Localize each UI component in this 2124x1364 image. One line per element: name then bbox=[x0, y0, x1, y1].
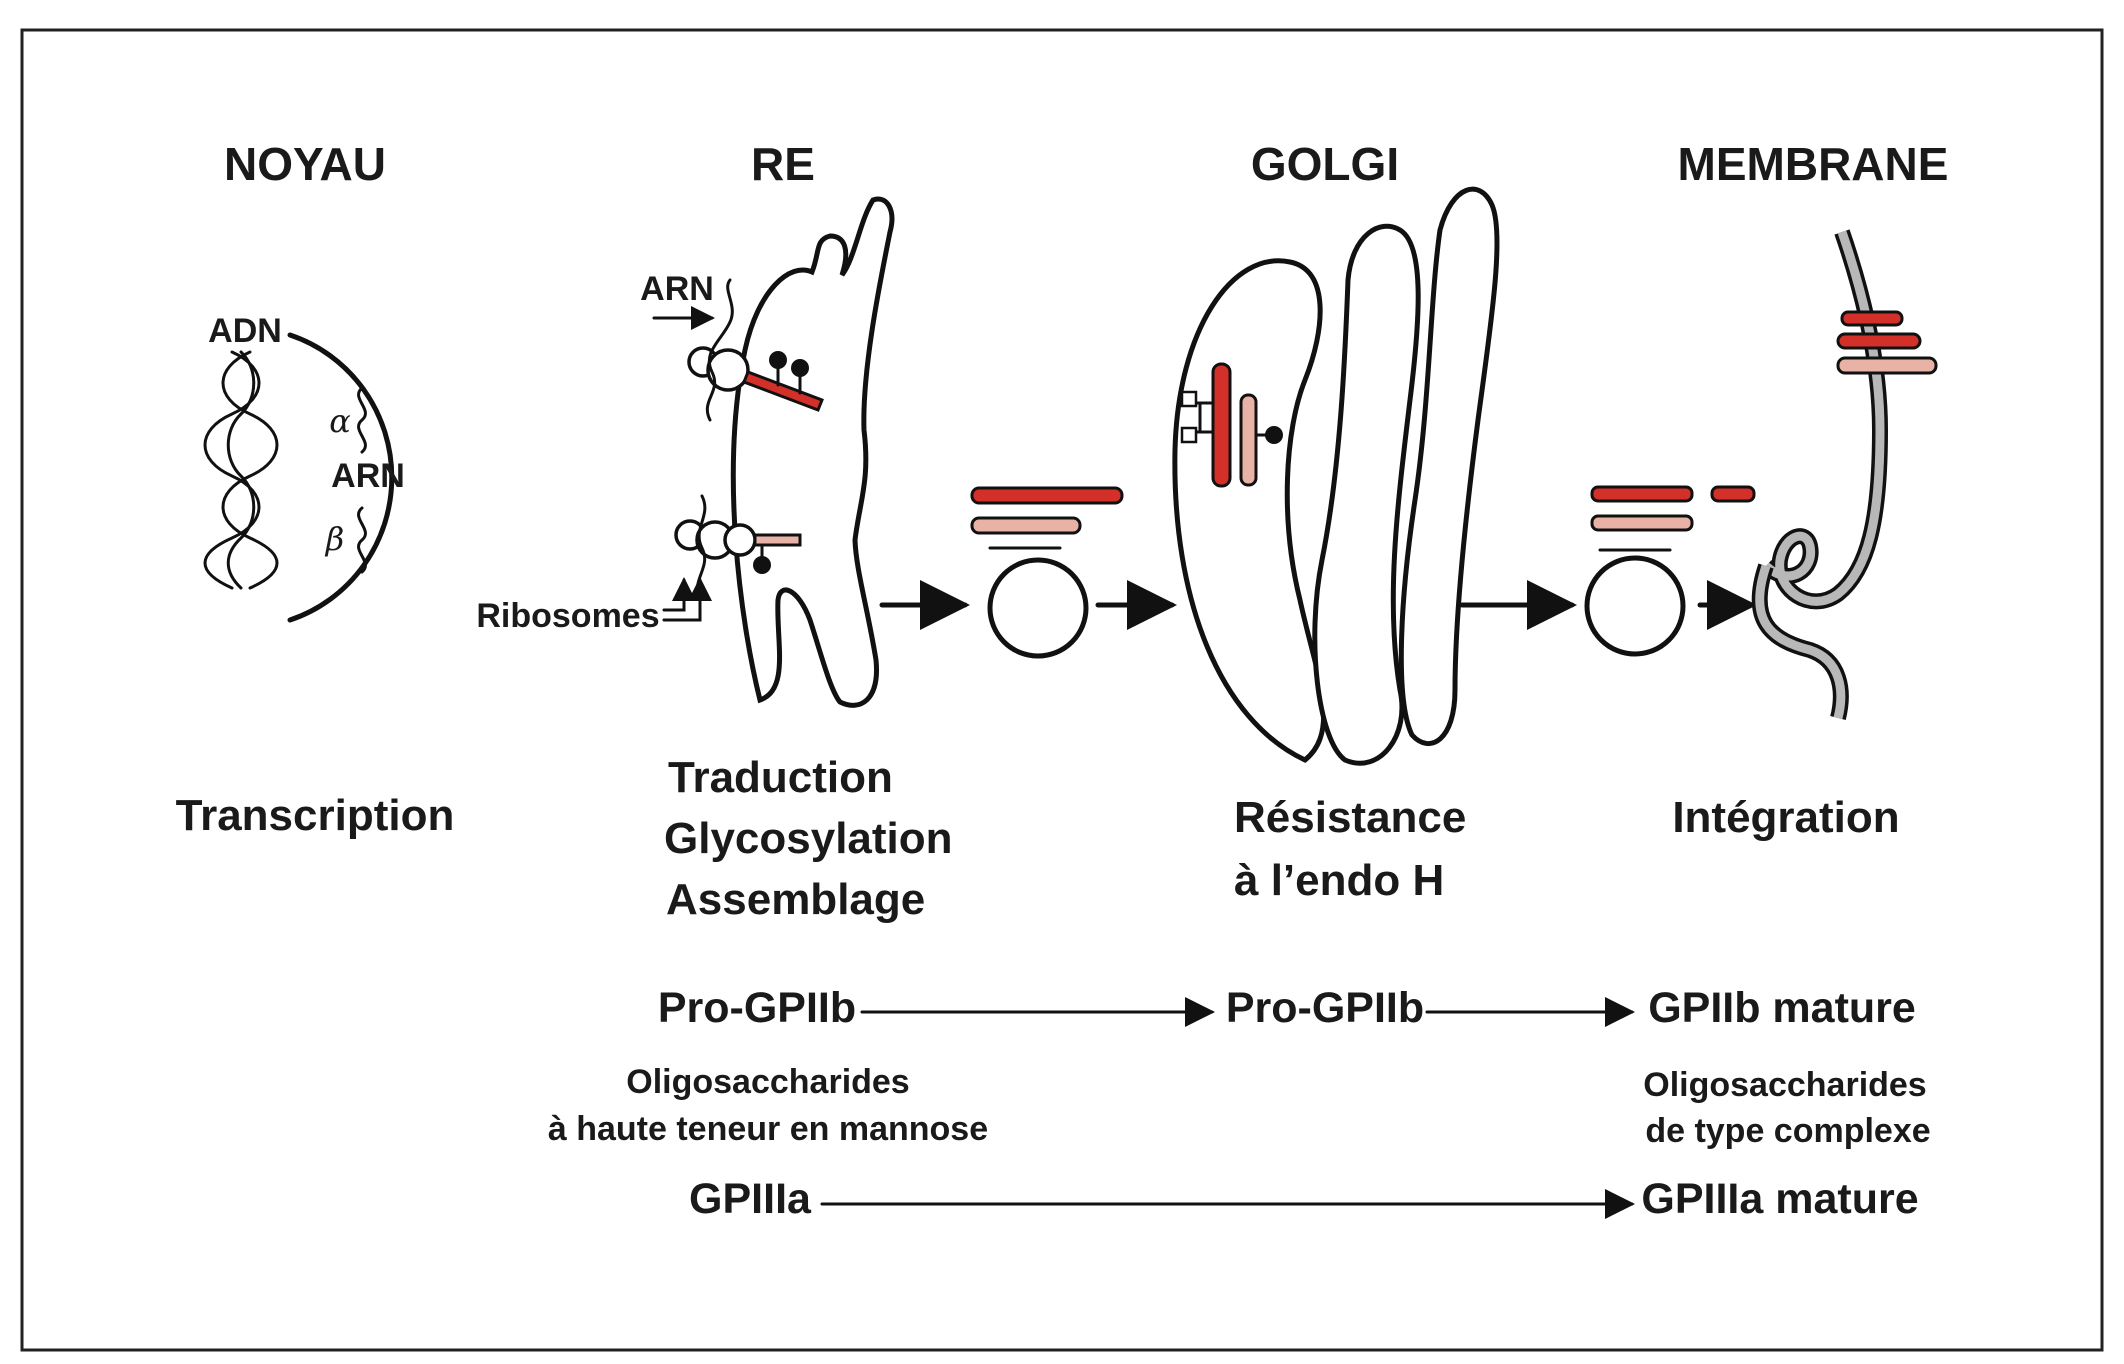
golgi-illustration bbox=[1172, 186, 1500, 766]
gpiib-golgi-label: Pro-GPIIb bbox=[1226, 984, 1424, 1032]
vesicle-2 bbox=[1584, 555, 1686, 657]
nucleus-rna-label: ARN bbox=[331, 457, 405, 495]
stage-er-3: Assemblage bbox=[666, 875, 925, 924]
beta-bar-golgi bbox=[1239, 393, 1258, 487]
figure-frame bbox=[20, 28, 2104, 1352]
ribosome-third-bottom bbox=[723, 523, 757, 557]
beta-nascent-chain-bottom bbox=[753, 533, 802, 547]
complex-glycan-square-1 bbox=[1180, 390, 1198, 408]
nuclear-envelope bbox=[287, 332, 395, 623]
gpiib-mature-label: GPIIb mature bbox=[1648, 984, 1916, 1032]
ribosomes-pointer bbox=[662, 577, 712, 622]
beta-bar-vesicle-2 bbox=[1590, 514, 1694, 532]
mrna-top-icon bbox=[705, 278, 734, 422]
stage-er-1: Traduction bbox=[668, 753, 893, 802]
stage-golgi-1: Résistance bbox=[1234, 793, 1466, 842]
alpha-bar-membrane-1 bbox=[1840, 310, 1904, 327]
ribosomes-pointer-2 bbox=[662, 577, 696, 612]
alpha-bar-vesicle-2a bbox=[1590, 485, 1694, 503]
stage-membrane: Intégration bbox=[1672, 793, 1899, 842]
oligo-membrane-line-1: Oligosaccharides bbox=[1643, 1066, 1926, 1104]
oligo-er-line-1: Oligosaccharides bbox=[626, 1063, 909, 1101]
oligo-membrane-line-2: de type complexe bbox=[1645, 1112, 1930, 1150]
vesicle-1 bbox=[987, 557, 1089, 659]
glycan-dot-golgi bbox=[1265, 426, 1283, 444]
gpiiia-mature-label: GPIIIa mature bbox=[1641, 1175, 1918, 1223]
plasma-membrane-lower bbox=[1755, 564, 1846, 720]
alpha-rna-strand-icon bbox=[357, 386, 367, 454]
glycan-dot-bottom bbox=[753, 556, 771, 574]
complex-glycan-square-2 bbox=[1180, 426, 1198, 444]
er-rna-label: ARN bbox=[640, 270, 714, 308]
stage-nucleus: Transcription bbox=[176, 791, 455, 840]
ribosome-large-top bbox=[706, 348, 750, 392]
alpha-nascent-chain-top bbox=[742, 370, 824, 412]
alpha-bar-vesicle-2b bbox=[1710, 485, 1756, 503]
membrane-illustration bbox=[1751, 229, 1938, 720]
glycan-dot-top-2 bbox=[791, 359, 809, 377]
stage-er-2: Glycosylation bbox=[664, 814, 953, 863]
nucleus-illustration: ADN α ARN β bbox=[203, 312, 405, 623]
gpiib-er-label: Pro-GPIIb bbox=[658, 984, 856, 1032]
beta-rna-strand-icon bbox=[357, 506, 367, 574]
beta-bar-vesicle-1 bbox=[970, 516, 1082, 535]
oligo-er-line-2: à haute teneur en mannose bbox=[548, 1110, 988, 1148]
golgi-cisterna-3 bbox=[1398, 186, 1500, 747]
er-membrane bbox=[730, 196, 895, 708]
ribosomes-label: Ribosomes bbox=[476, 597, 659, 635]
alpha-bar-vesicle-1 bbox=[970, 486, 1124, 505]
dna-label: ADN bbox=[208, 312, 282, 350]
transport-vesicle-er-golgi bbox=[970, 486, 1124, 659]
glycan-dot-top-1 bbox=[769, 351, 787, 369]
header-nucleus: NOYAU bbox=[224, 138, 386, 190]
transport-vesicle-golgi-membrane bbox=[1584, 485, 1756, 657]
stage-golgi-2: à l’endo H bbox=[1234, 856, 1444, 905]
header-golgi: GOLGI bbox=[1251, 138, 1399, 190]
alpha-symbol: α bbox=[329, 402, 351, 440]
dna-double-helix-icon bbox=[203, 350, 279, 590]
alpha-bar-membrane-2 bbox=[1836, 332, 1922, 350]
beta-bar-membrane bbox=[1836, 356, 1938, 375]
header-membrane: MEMBRANE bbox=[1678, 138, 1949, 190]
alpha-bar-golgi bbox=[1211, 362, 1232, 488]
gpiiia-label: GPIIIa bbox=[689, 1175, 812, 1223]
beta-symbol: β bbox=[325, 520, 345, 558]
golgi-cisterna-2 bbox=[1312, 223, 1421, 766]
header-er: RE bbox=[751, 138, 815, 190]
er-illustration: ARN Ribosomes bbox=[476, 196, 895, 708]
golgi-cisterna-1 bbox=[1172, 258, 1327, 763]
